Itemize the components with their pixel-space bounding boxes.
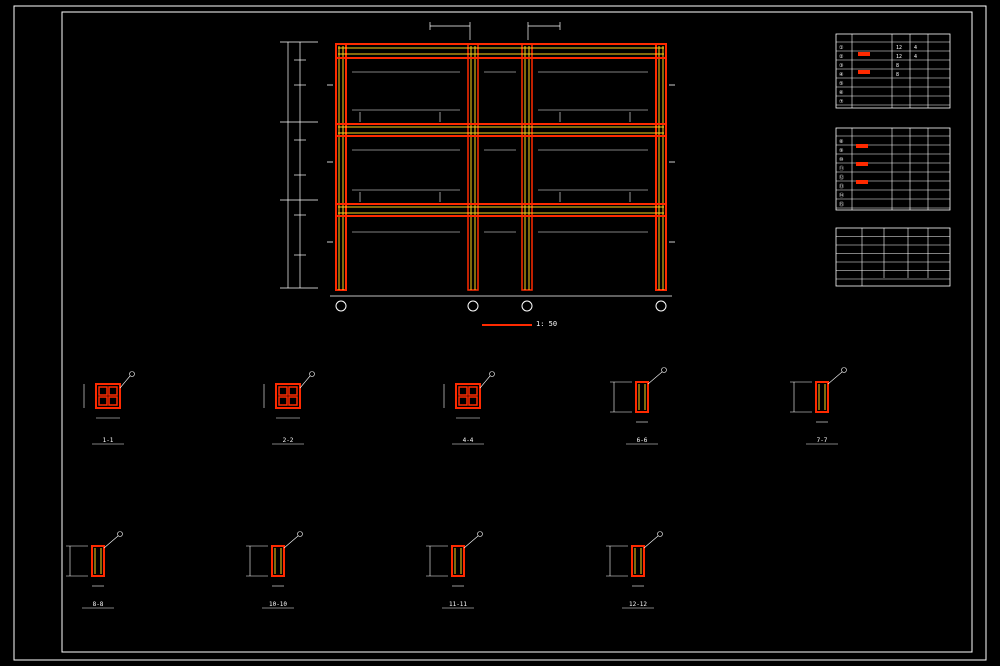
table-cell: ⑧ <box>839 139 844 145</box>
table-cell: ⑦ <box>839 99 844 105</box>
table-cell: ⑤ <box>839 81 844 87</box>
table-rebar-swatch <box>856 162 868 166</box>
table-cell: ⑩ <box>839 157 844 163</box>
outer-frame <box>13 5 987 661</box>
axis-bubble <box>335 300 347 312</box>
section-s5: 7-7 <box>790 367 847 445</box>
table-rebar-swatch <box>858 52 870 56</box>
table-rebar-swatch <box>856 180 868 184</box>
section-label: 4-4 <box>463 437 474 444</box>
axis-bubble <box>521 300 533 312</box>
section-label: 11-11 <box>449 601 467 608</box>
drawing-scale-label: 1: 50 <box>536 320 557 328</box>
table-cell: ① <box>839 45 844 51</box>
inner-frame <box>61 11 973 653</box>
section-label: 1-1 <box>103 437 114 444</box>
section-label: 7-7 <box>817 437 828 444</box>
section-s4: 6-6 <box>610 367 667 445</box>
table-cell: 8 <box>896 63 899 69</box>
section-s2: 2-2 <box>263 371 315 445</box>
top-dimensions <box>429 22 561 40</box>
section-s6: 8-8 <box>66 531 123 609</box>
table-cell: 12 <box>896 54 902 60</box>
beams <box>335 43 667 217</box>
table-rebar-swatch <box>858 70 870 74</box>
table-rebar-swatch <box>856 144 868 148</box>
material-summary-table <box>835 227 951 287</box>
column-tick-marks <box>327 84 675 243</box>
section-label: 2-2 <box>283 437 294 444</box>
section-s3: 4-4 <box>443 371 495 445</box>
bay-annotations <box>352 71 648 233</box>
table-cell: ⑪ <box>839 165 844 172</box>
section-s9: 12-12 <box>606 531 663 609</box>
axis-bubble <box>467 300 479 312</box>
table-cell: ⑨ <box>839 148 844 154</box>
table-cell: ⑬ <box>839 183 844 190</box>
rebar-schedule-table-1: ① 12 4 ② 12 4 ③ 8 ④ 8 ⑤ ⑥ ⑦ <box>835 33 951 109</box>
section-label: 10-10 <box>269 601 287 608</box>
section-label: 12-12 <box>629 601 647 608</box>
main-elevation: 1: 50 <box>280 22 675 328</box>
section-s8: 11-11 <box>426 531 483 609</box>
axis-bubble <box>655 300 667 312</box>
section-label: 8-8 <box>93 601 104 608</box>
section-s1: 1-1 <box>83 371 135 445</box>
rebar-schedule-table-2: ⑧ ⑨ ⑩ ⑪ ⑫ ⑬ ⑭ ⑮ <box>835 127 951 211</box>
table-cell: ⑥ <box>839 90 844 96</box>
table-cell: ② <box>839 54 844 60</box>
section-details: 1-1 2-2 4-4 6-6 7-7 8-8 10-10 11-11 12-12 <box>66 367 847 609</box>
table-cell: ③ <box>839 63 844 69</box>
table-cell: ④ <box>839 72 844 78</box>
section-s7: 10-10 <box>246 531 303 609</box>
table-cell: 8 <box>896 72 899 78</box>
table-cell: 4 <box>914 54 917 60</box>
table-cell: ⑮ <box>839 201 844 208</box>
table-cell: 4 <box>914 45 917 51</box>
section-label: 6-6 <box>637 437 648 444</box>
left-dimension-chain <box>280 41 318 289</box>
bottom-dimension <box>330 295 672 312</box>
table-cell: ⑫ <box>839 174 844 181</box>
columns <box>335 43 667 291</box>
table-cell: ⑭ <box>839 192 844 199</box>
table-cell: 12 <box>896 45 902 51</box>
